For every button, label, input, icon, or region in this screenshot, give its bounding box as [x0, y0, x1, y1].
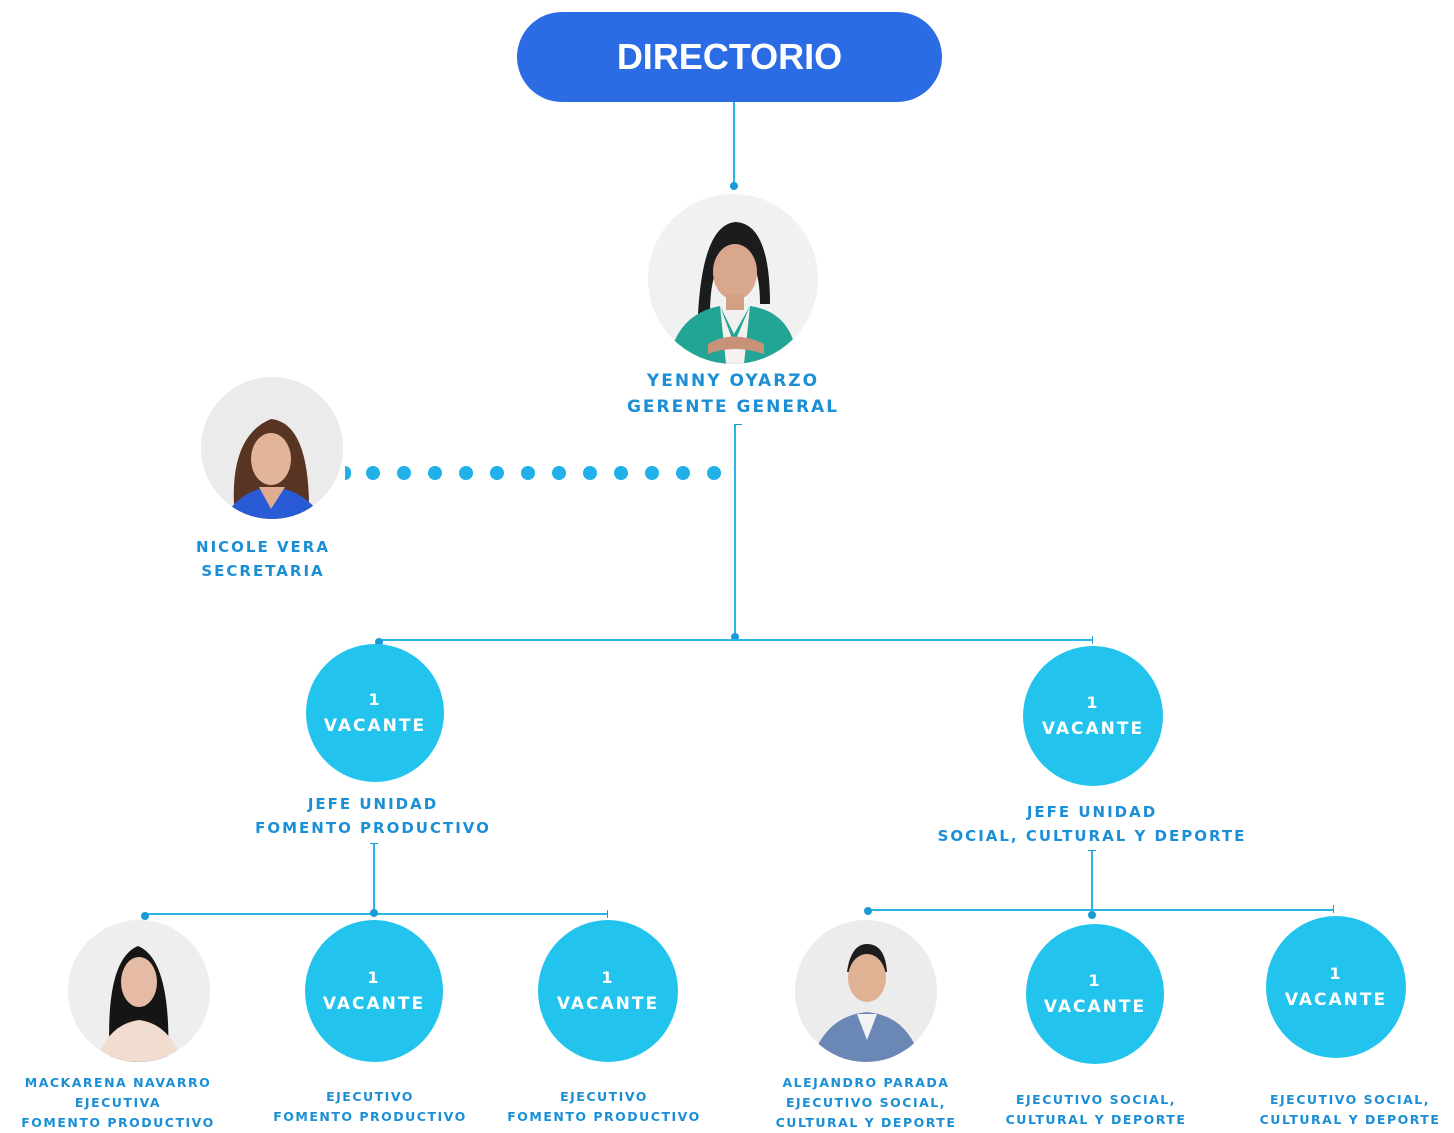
vacante-ejecutivo-fp-1: 1 VACANTE: [305, 920, 443, 1062]
vacante-ejecutivo-sc-2: 1 VACANTE: [1266, 916, 1406, 1058]
vacante-count: 1: [601, 968, 615, 987]
secretaria-role: SECRETARIA: [201, 562, 325, 580]
connector-board-gerente: [733, 102, 735, 186]
vacante-count: 1: [367, 968, 381, 987]
jefe-fomento-line1: JEFE UNIDAD: [307, 795, 439, 813]
ejecutivo-sc-2-role1: EJECUTIVO SOCIAL,: [1269, 1092, 1430, 1107]
gerente-name: YENNY OYARZO: [646, 371, 820, 391]
alejandro-name: ALEJANDRO PARADA: [782, 1075, 950, 1090]
connector-dot: [730, 182, 738, 190]
mackarena-label: MACKARENA NAVARRO EJECUTIVA FOMENTO PROD…: [0, 1073, 236, 1133]
connector-tick: [1333, 905, 1334, 913]
vacante-count: 1: [1329, 964, 1343, 983]
jefe-social-line2: SOCIAL, CULTURAL Y DEPORTE: [937, 827, 1247, 845]
ejecutivo-sc-1-role2: CULTURAL Y DEPORTE: [1005, 1112, 1187, 1127]
connector-gerente-trunk: [734, 425, 736, 637]
ejecutivo-sc-2-role2: CULTURAL Y DEPORTE: [1259, 1112, 1441, 1127]
ejecutivo-fp-2-label: EJECUTIVO FOMENTO PRODUCTIVO: [499, 1087, 709, 1127]
gerente-label: YENNY OYARZO GERENTE GENERAL: [583, 368, 883, 420]
connector-dot: [731, 633, 739, 641]
connector-social-trunk: [1091, 850, 1093, 912]
ejecutivo-fp-1-role1: EJECUTIVO: [326, 1089, 414, 1104]
jefe-social-label: JEFE UNIDAD SOCIAL, CULTURAL Y DEPORTE: [902, 800, 1282, 848]
ejecutivo-fp-1-label: EJECUTIVO FOMENTO PRODUCTIVO: [265, 1087, 475, 1127]
alejandro-label: ALEJANDRO PARADA EJECUTIVO SOCIAL, CULTU…: [758, 1073, 974, 1133]
connector-tick: [734, 424, 742, 425]
vacante-label: VACANTE: [1284, 990, 1388, 1010]
ejecutivo-fp-2-role2: FOMENTO PRODUCTIVO: [507, 1109, 701, 1124]
vacante-jefe-social: 1 VACANTE: [1023, 646, 1163, 786]
mackarena-name: MACKARENA NAVARRO: [24, 1075, 212, 1090]
vacante-label: VACANTE: [323, 716, 427, 736]
vacante-ejecutivo-sc-1: 1 VACANTE: [1026, 924, 1164, 1064]
jefe-fomento-label: JEFE UNIDAD FOMENTO PRODUCTIVO: [223, 792, 523, 840]
connector-dot: [1088, 911, 1096, 919]
vacante-label: VACANTE: [322, 994, 426, 1014]
vacante-label: VACANTE: [1043, 997, 1147, 1017]
vacante-label: VACANTE: [1041, 719, 1145, 739]
alejandro-role2: CULTURAL Y DEPORTE: [775, 1115, 957, 1130]
vacante-jefe-fomento: 1 VACANTE: [306, 644, 444, 782]
connector-dot: [141, 912, 149, 920]
connector-dot: [864, 907, 872, 915]
vacante-count: 1: [1088, 971, 1102, 990]
vacante-count: 1: [368, 690, 382, 709]
ejecutivo-fp-1-role2: FOMENTO PRODUCTIVO: [273, 1109, 467, 1124]
secretaria-name: NICOLE VERA: [196, 538, 330, 556]
connector-dot: [370, 909, 378, 917]
mackarena-role1: EJECUTIVA: [74, 1095, 162, 1110]
connector-tick: [607, 910, 608, 918]
connector-level2-horizontal: [379, 639, 1093, 641]
connector-social-horizontal: [868, 909, 1334, 911]
ejecutivo-sc-1-role1: EJECUTIVO SOCIAL,: [1015, 1092, 1176, 1107]
mackarena-role2: FOMENTO PRODUCTIVO: [21, 1115, 215, 1130]
jefe-fomento-line2: FOMENTO PRODUCTIVO: [255, 819, 491, 837]
ejecutivo-sc-1-label: EJECUTIVO SOCIAL, CULTURAL Y DEPORTE: [996, 1090, 1196, 1130]
connector-tick: [1088, 850, 1096, 851]
secretaria-label: NICOLE VERA SECRETARIA: [163, 535, 363, 583]
directorio-box: DIRECTORIO: [517, 12, 942, 102]
alejandro-role1: EJECUTIVO SOCIAL,: [785, 1095, 946, 1110]
gerente-avatar: [648, 194, 818, 364]
connector-dot: [375, 638, 383, 646]
mackarena-avatar: [68, 920, 210, 1062]
vacante-count: 1: [1086, 693, 1100, 712]
connector-tick: [370, 843, 378, 844]
gerente-role: GERENTE GENERAL: [626, 397, 840, 417]
connector-tick: [1092, 636, 1093, 644]
alejandro-avatar: [795, 920, 937, 1062]
connector-fomento-trunk: [373, 843, 375, 913]
vacante-label: VACANTE: [556, 994, 660, 1014]
jefe-social-line1: JEFE UNIDAD: [1026, 803, 1158, 821]
secretaria-avatar: [201, 377, 343, 519]
vacante-ejecutivo-fp-2: 1 VACANTE: [538, 920, 678, 1062]
ejecutivo-fp-2-role1: EJECUTIVO: [560, 1089, 648, 1104]
ejecutivo-sc-2-label: EJECUTIVO SOCIAL, CULTURAL Y DEPORTE: [1250, 1090, 1450, 1130]
directorio-label: DIRECTORIO: [616, 36, 843, 77]
